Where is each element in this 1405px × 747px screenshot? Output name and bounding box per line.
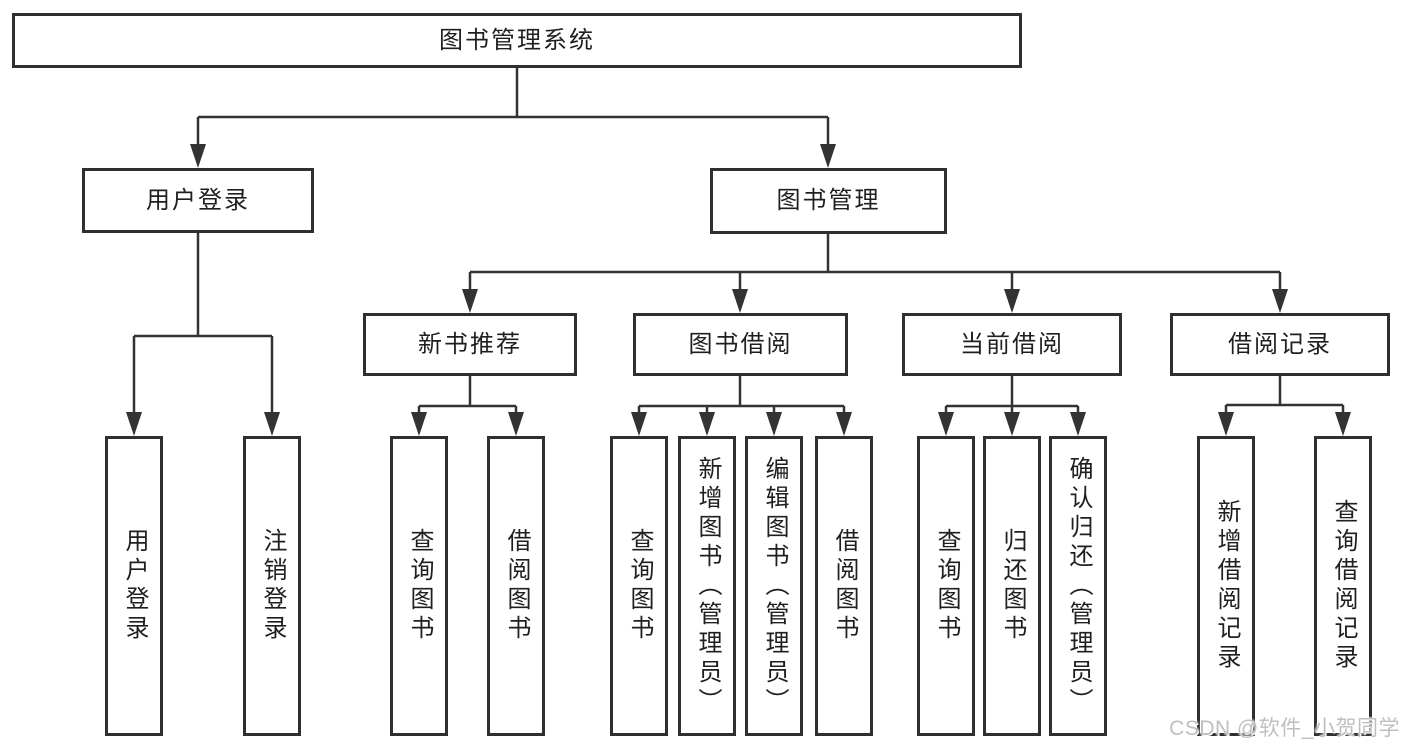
arrowhead-icon — [938, 412, 954, 436]
leaf-borrow-books-1: 借阅图书 — [487, 436, 545, 736]
leaf-query-books-2: 查询图书 — [610, 436, 668, 736]
connector-book-borrowing-to-leaves — [631, 376, 852, 436]
node-book-borrowing: 图书借阅 — [633, 313, 848, 376]
node-new-book-recommend: 新书推荐 — [363, 313, 577, 376]
node-label: 查询借阅记录 — [1330, 499, 1357, 673]
node-label: 确认归还（管理员） — [1065, 455, 1092, 717]
node-label: 用户登录 — [121, 528, 148, 644]
node-label: 注销登录 — [259, 528, 286, 644]
node-label: 新增图书（管理员） — [694, 455, 721, 717]
node-label: 借阅图书 — [831, 528, 858, 644]
node-user-login: 用户登录 — [82, 168, 314, 233]
arrowhead-icon — [508, 412, 524, 436]
leaf-add-book-admin: 新增图书（管理员） — [678, 436, 736, 736]
node-label: 用户登录 — [146, 186, 250, 214]
node-label: 图书借阅 — [688, 330, 793, 358]
arrowhead-icon — [1335, 412, 1351, 436]
arrowhead-icon — [836, 412, 852, 436]
connector-root-to-level2 — [190, 68, 836, 168]
arrowhead-icon — [411, 412, 427, 436]
arrowhead-icon — [699, 412, 715, 436]
leaf-return-books: 归还图书 — [983, 436, 1041, 736]
arrowhead-icon — [766, 412, 782, 436]
csdn-watermark: CSDN @软件_小贺同学 — [1169, 717, 1400, 740]
connector-current-borrowing-to-leaves — [938, 376, 1086, 436]
connector-new-book-recommend-to-leaves — [411, 376, 524, 436]
node-label: 当前借阅 — [960, 330, 1064, 358]
leaf-borrow-books-2: 借阅图书 — [815, 436, 873, 736]
node-label: 查询图书 — [626, 528, 653, 644]
node-label: 图书管理系统 — [439, 26, 595, 54]
arrowhead-icon — [1070, 412, 1086, 436]
leaf-logout-login: 注销登录 — [243, 436, 301, 736]
leaf-edit-book-admin: 编辑图书（管理员） — [745, 436, 803, 736]
leaf-query-books-3: 查询图书 — [917, 436, 975, 736]
leaf-confirm-return-admin: 确认归还（管理员） — [1049, 436, 1107, 736]
arrowhead-icon — [462, 289, 478, 313]
node-library-system: 图书管理系统 — [12, 13, 1022, 68]
arrowhead-icon — [264, 412, 280, 436]
leaf-query-books-1: 查询图书 — [390, 436, 448, 736]
node-label: 查询图书 — [933, 528, 960, 644]
arrowhead-icon — [1218, 412, 1234, 436]
node-label: 新书推荐 — [418, 330, 522, 358]
node-current-borrowing: 当前借阅 — [902, 313, 1122, 376]
arrowhead-icon — [1004, 412, 1020, 436]
node-label: 图书管理 — [776, 187, 881, 214]
node-label: 借阅图书 — [503, 528, 530, 644]
node-label: 归还图书 — [999, 528, 1026, 644]
arrowhead-icon — [631, 412, 647, 436]
connector-book-management-to-level3 — [462, 234, 1288, 313]
connector-borrowing-records-to-leaves — [1218, 376, 1351, 436]
node-borrowing-records: 借阅记录 — [1170, 313, 1390, 376]
arrowhead-icon — [190, 144, 206, 168]
node-label: 借阅记录 — [1228, 330, 1332, 358]
leaf-user-login: 用户登录 — [105, 436, 163, 736]
leaf-add-borrow-record: 新增借阅记录 — [1197, 436, 1255, 736]
connector-user-login-to-leaves — [126, 233, 280, 436]
arrowhead-icon — [820, 144, 836, 168]
node-label: 新增借阅记录 — [1213, 499, 1240, 673]
node-label: 编辑图书（管理员） — [761, 455, 788, 717]
leaf-query-borrow-record: 查询借阅记录 — [1314, 436, 1372, 736]
node-label: 查询图书 — [406, 528, 433, 644]
arrowhead-icon — [126, 412, 142, 436]
arrowhead-icon — [732, 289, 748, 313]
arrowhead-icon — [1272, 289, 1288, 313]
arrowhead-icon — [1004, 289, 1020, 313]
node-book-management: 图书管理 — [710, 168, 947, 234]
